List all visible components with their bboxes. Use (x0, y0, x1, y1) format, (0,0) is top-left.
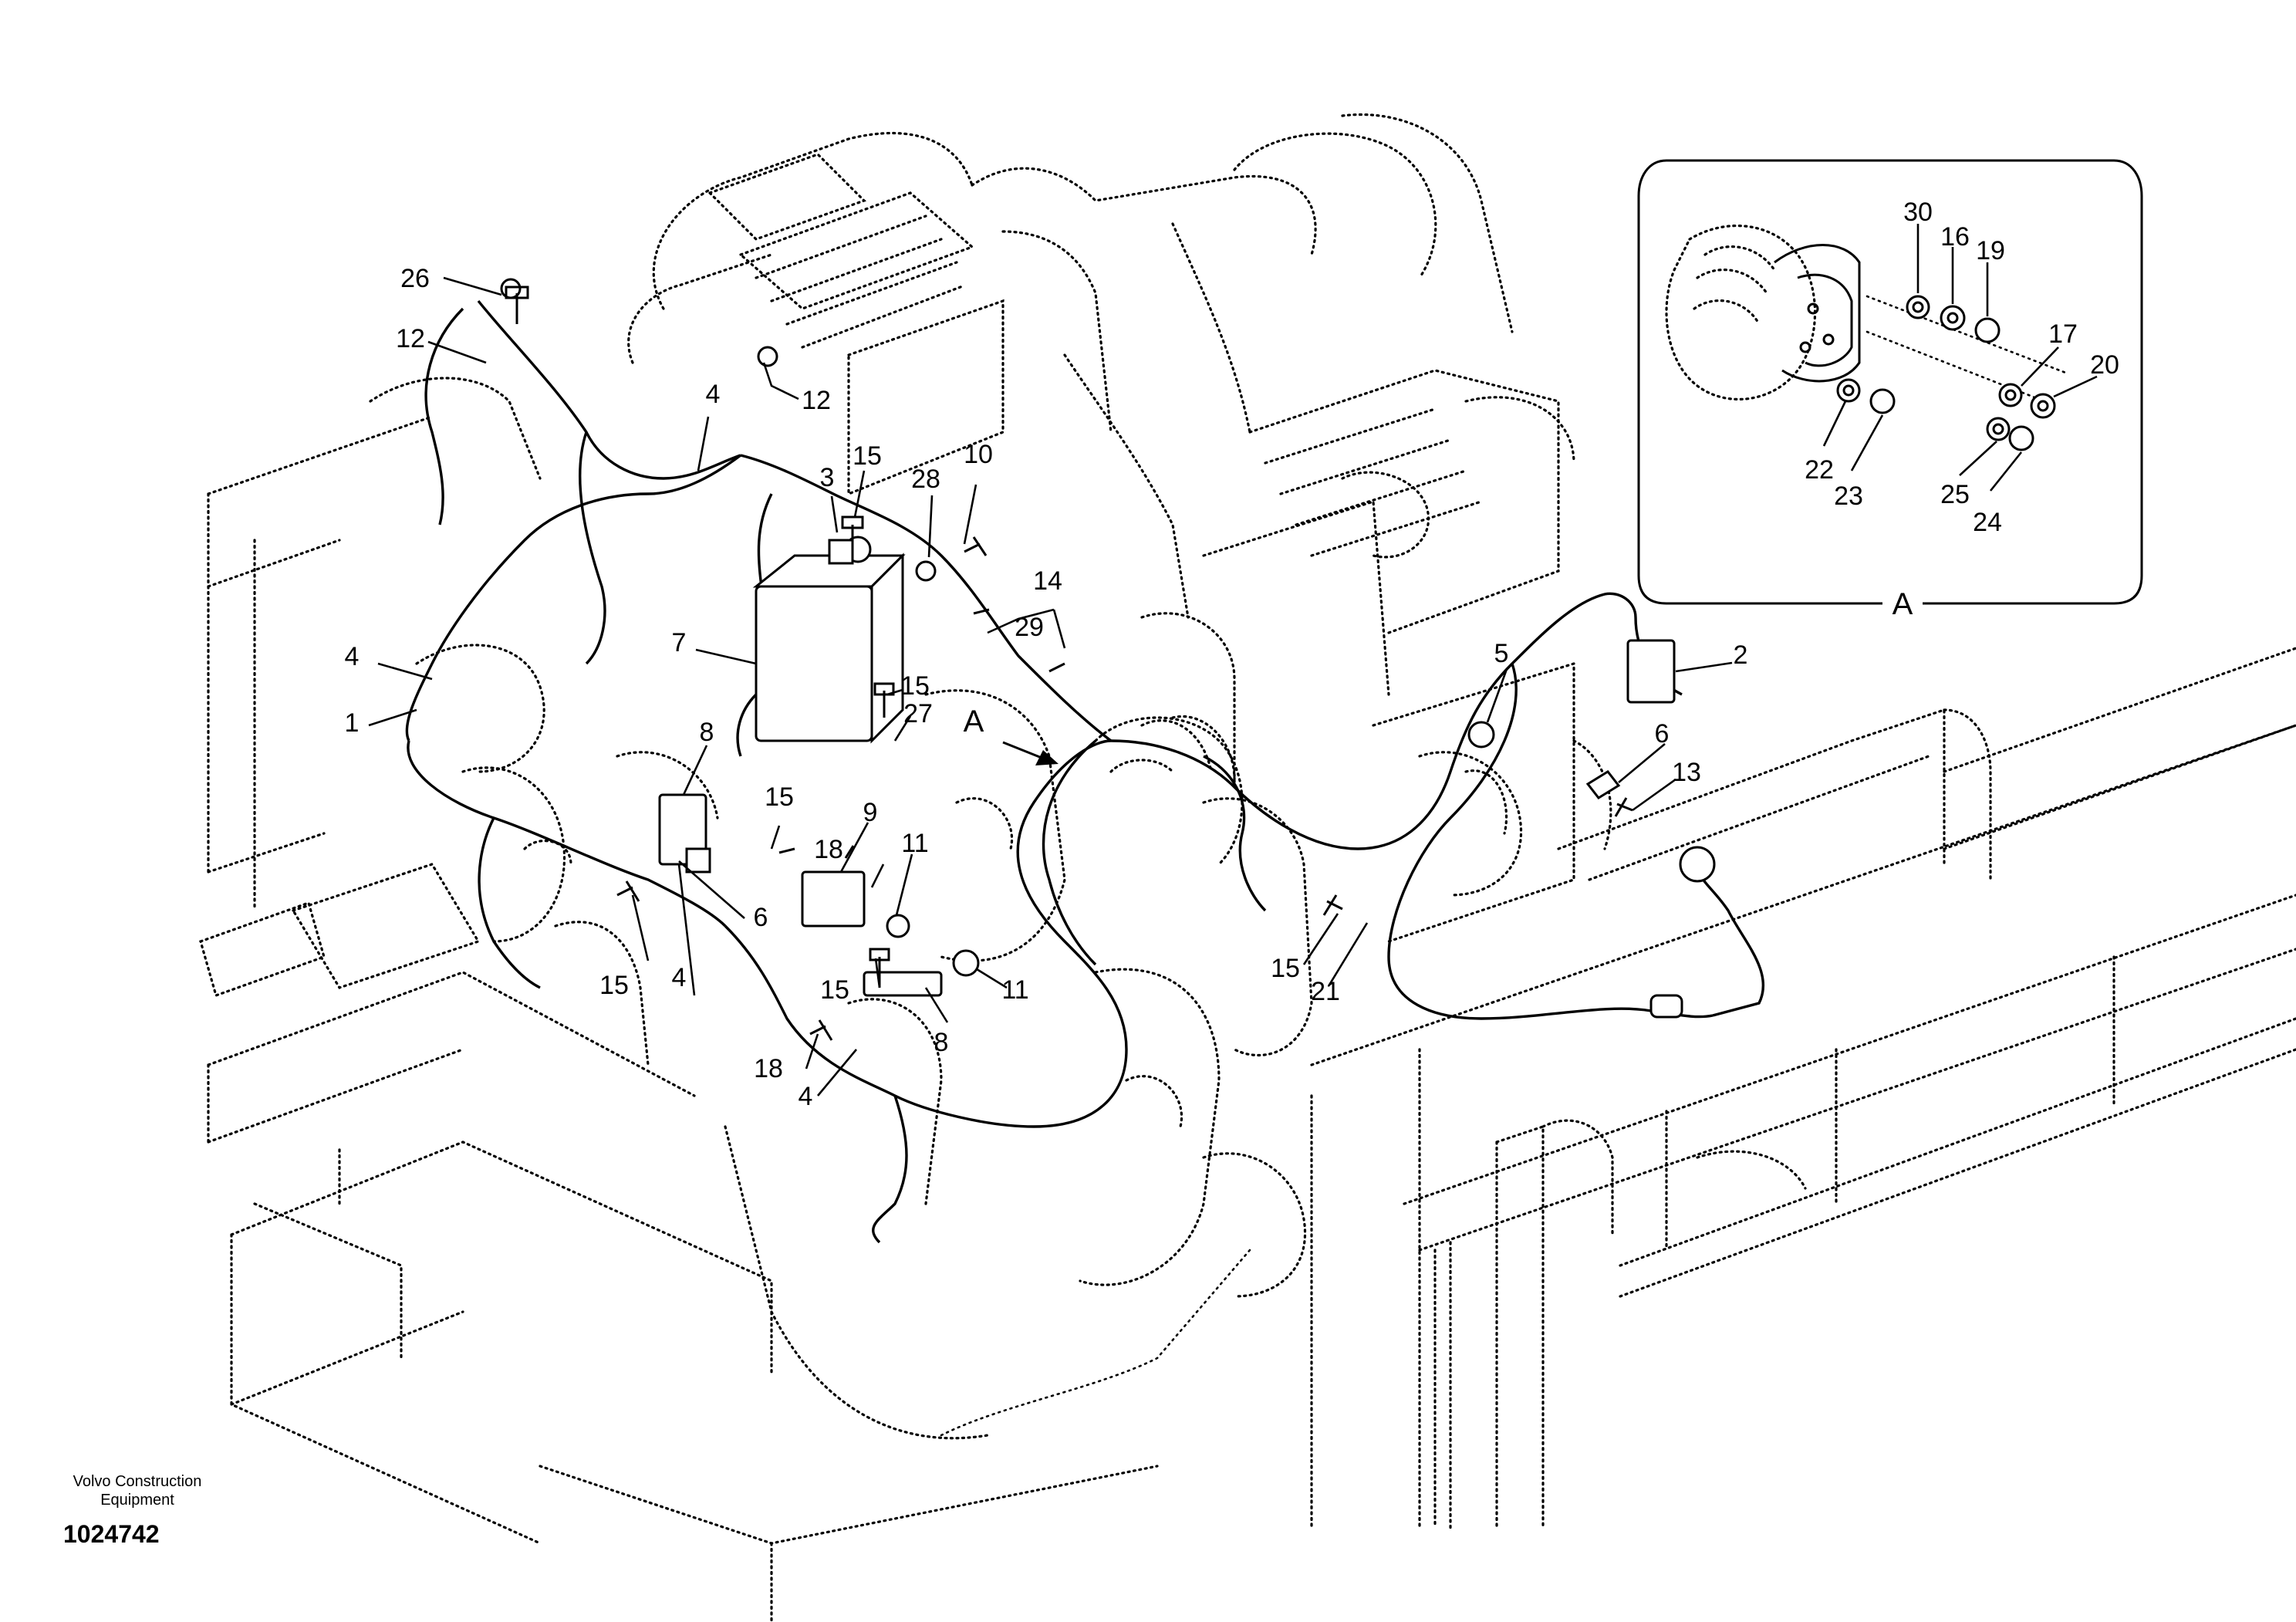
callout-15: 15 (599, 971, 629, 1000)
bracket-8b (863, 971, 943, 997)
callout-11: 11 (901, 829, 928, 858)
callout-15: 15 (853, 441, 882, 471)
callout-2: 2 (1734, 640, 1748, 670)
callout-18: 18 (754, 1054, 783, 1083)
clamp-6 (1585, 770, 1621, 799)
connector (1626, 639, 1676, 704)
nut-11 (952, 949, 980, 977)
callout-30: 30 (1903, 198, 1933, 227)
bolts (505, 286, 1633, 1041)
callout-12: 12 (396, 324, 425, 353)
brand-line-2: Equipment (100, 1492, 174, 1509)
callout-4: 4 (345, 642, 360, 671)
callout-17: 17 (2048, 319, 2078, 349)
callout-8: 8 (934, 1028, 949, 1057)
callout-23: 23 (1834, 482, 1863, 511)
callout-15: 15 (1271, 954, 1300, 983)
wiring-harness (405, 299, 1764, 1244)
callout-12: 12 (802, 386, 831, 415)
callouts: 26 12 12 4 15 3 28 10 14 29 7 15 27 4 1 … (345, 198, 2119, 1111)
view-direction-arrow: A (964, 705, 1059, 765)
callout-4: 4 (672, 963, 687, 992)
callout-1: 1 (345, 708, 360, 738)
leader-lines (368, 276, 1733, 1097)
callout-28: 28 (911, 465, 940, 494)
callout-22: 22 (1805, 455, 1834, 485)
callout-15: 15 (765, 782, 794, 812)
callout-26: 26 (400, 264, 430, 293)
callout-9: 9 (863, 798, 878, 827)
callout-21: 21 (1311, 977, 1340, 1006)
view-arrow-label: A (964, 705, 984, 738)
callout-8: 8 (700, 718, 714, 747)
callout-6: 6 (1655, 719, 1670, 748)
callout-15: 15 (900, 671, 930, 701)
callout-14: 14 (1033, 566, 1062, 596)
grommet (1467, 721, 1495, 748)
callout-25: 25 (1940, 480, 1970, 509)
callout-18: 18 (814, 835, 843, 864)
detail-title: A (1893, 587, 1913, 621)
callout-3: 3 (820, 463, 835, 492)
callout-16: 16 (1940, 222, 1970, 252)
brand-label: Volvo Construction Equipment (52, 1472, 222, 1509)
callout-24: 24 (1973, 508, 2002, 537)
callout-10: 10 (964, 440, 993, 469)
callout-27: 27 (903, 699, 933, 728)
engine-outline (199, 113, 2296, 1622)
callout-4: 4 (706, 380, 721, 409)
callout-29: 29 (1015, 613, 1044, 642)
callout-20: 20 (2090, 350, 2119, 380)
callout-7: 7 (672, 628, 687, 657)
control-unit (755, 585, 873, 742)
bracket-9 (801, 870, 866, 928)
brand-line-1: Volvo Construction (73, 1473, 202, 1490)
callout-11: 11 (1001, 975, 1028, 1005)
callout-13: 13 (1672, 758, 1701, 787)
sensor (1679, 846, 1716, 883)
callout-19: 19 (1976, 236, 2005, 265)
callout-6: 6 (754, 903, 768, 932)
callout-15: 15 (820, 975, 849, 1005)
callout-4: 4 (799, 1082, 813, 1111)
detail-view-a: A (1637, 159, 2143, 621)
callout-5: 5 (1494, 639, 1509, 668)
document-number: 1024742 (63, 1520, 160, 1548)
